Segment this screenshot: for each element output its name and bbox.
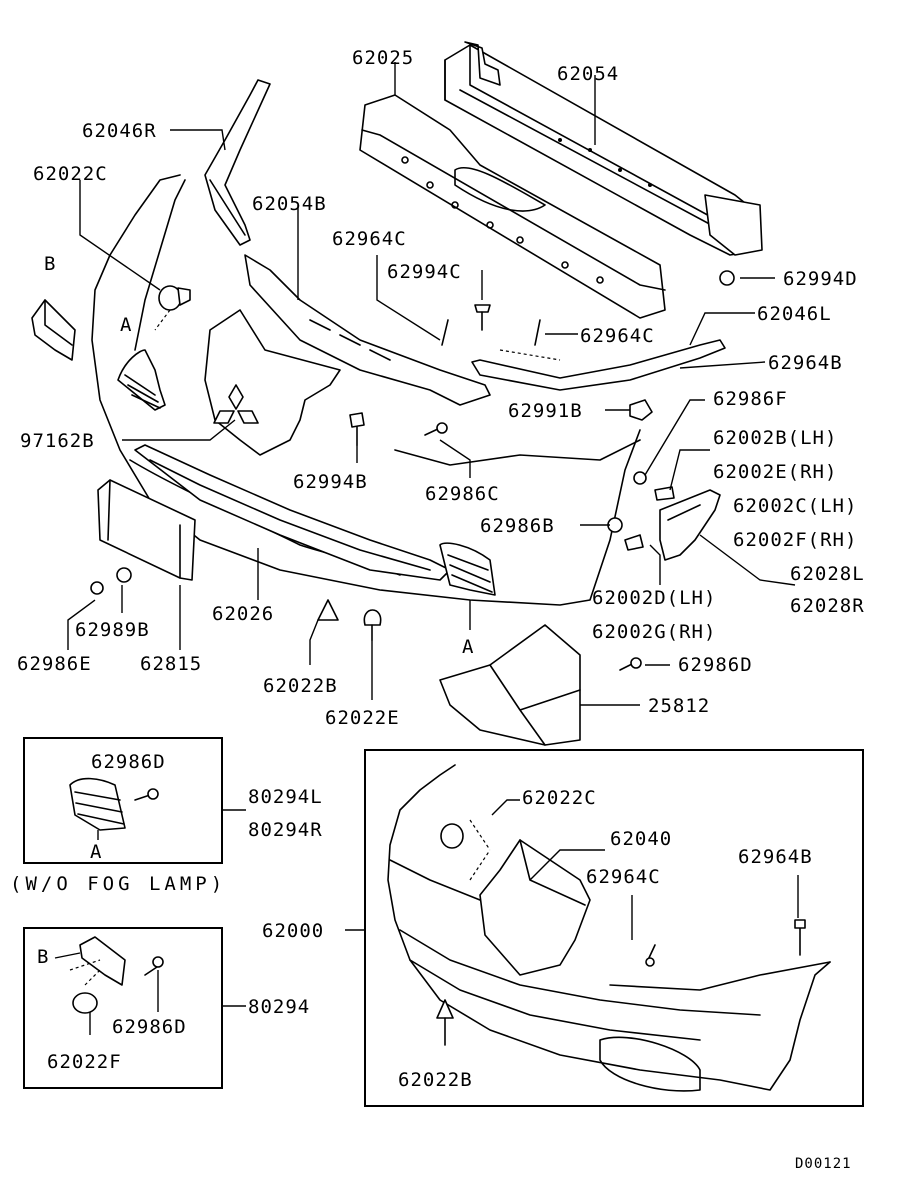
- label-62986F: 62986F: [713, 388, 788, 410]
- bracket-80294: [54, 936, 164, 1035]
- label-without-fog-lamp: (W/O FOG LAMP): [10, 873, 226, 895]
- assembly-box: [364, 749, 864, 1107]
- label-25812: 25812: [648, 695, 710, 717]
- label-62994D: 62994D: [783, 268, 858, 290]
- label-62000: 62000: [262, 920, 324, 942]
- bracket-B-left: [31, 299, 76, 361]
- fog-lamp-box: [23, 737, 223, 864]
- absorber-62025: [359, 94, 666, 319]
- label-62986D-mid: 62986D: [678, 654, 753, 676]
- label-62022B-top: 62022B: [263, 675, 338, 697]
- emblem-icon: [213, 384, 259, 424]
- label-62002D: 62002D(LH): [592, 587, 716, 609]
- label-62989B: 62989B: [75, 619, 150, 641]
- reinforcement-62054: [444, 41, 763, 256]
- label-62964C-box: 62964C: [586, 866, 661, 888]
- bumper-assembly-62000: [387, 764, 831, 1092]
- grille-cover-80294: [69, 777, 159, 840]
- label-62022B-box: 62022B: [398, 1069, 473, 1091]
- label-62028R: 62028R: [790, 595, 865, 617]
- molding-62026: [134, 444, 496, 596]
- label-B-box: B: [37, 946, 49, 968]
- label-A-bottom: A: [462, 636, 474, 658]
- label-62025: 62025: [352, 47, 414, 69]
- label-80294R: 80294R: [248, 819, 323, 841]
- label-62022C-box: 62022C: [522, 787, 597, 809]
- plate-bracket-62815: [97, 479, 196, 581]
- label-62986C: 62986C: [425, 483, 500, 505]
- label-62815: 62815: [140, 653, 202, 675]
- label-62986D-box: 62986D: [91, 751, 166, 773]
- label-62994C: 62994C: [387, 261, 462, 283]
- corner-62028: [659, 489, 721, 561]
- label-80294: 80294: [248, 996, 310, 1018]
- label-62964C-a: 62964C: [332, 228, 407, 250]
- leader-lines: [67, 62, 796, 1007]
- label-A-left: A: [120, 314, 132, 336]
- bracket-62046L: [471, 339, 726, 391]
- label-62054: 62054: [557, 63, 619, 85]
- part-labels: 62025 62054 62046R 62022C 62054B 62964C …: [10, 47, 865, 1172]
- label-62964B-box: 62964B: [738, 846, 813, 868]
- label-80294L: 80294L: [248, 786, 323, 808]
- diagram-code: D00121: [795, 1156, 852, 1172]
- label-62022F: 62022F: [47, 1051, 122, 1073]
- clip-62022C-top: [154, 285, 191, 331]
- label-62040: 62040: [610, 828, 672, 850]
- label-62002G: 62002G(RH): [592, 621, 716, 643]
- label-62986D-b: 62986D: [112, 1016, 187, 1038]
- bracket-25812: [439, 624, 581, 746]
- label-62964B-top: 62964B: [768, 352, 843, 374]
- label-62002E: 62002E(RH): [713, 461, 837, 483]
- label-62986B: 62986B: [480, 515, 555, 537]
- label-97162B: 97162B: [20, 430, 95, 452]
- label-62046L: 62046L: [757, 303, 832, 325]
- retainer-62054B: [244, 254, 491, 406]
- bracket-62046R: [204, 79, 271, 246]
- label-A-box: A: [90, 841, 102, 863]
- bracket-box: [23, 927, 223, 1089]
- label-62022C-top: 62022C: [33, 163, 108, 185]
- label-62986E: 62986E: [17, 653, 92, 675]
- label-62991B: 62991B: [508, 400, 583, 422]
- label-62046R: 62046R: [82, 120, 157, 142]
- label-B-top: B: [44, 253, 56, 275]
- label-62002F: 62002F(RH): [733, 529, 857, 551]
- label-62002B: 62002B(LH): [713, 427, 837, 449]
- label-62022E: 62022E: [325, 707, 400, 729]
- label-62028L: 62028L: [790, 563, 865, 585]
- label-62002C: 62002C(LH): [733, 495, 857, 517]
- label-62964C-b: 62964C: [580, 325, 655, 347]
- label-62026: 62026: [212, 603, 274, 625]
- label-62054B: 62054B: [252, 193, 327, 215]
- label-62994B: 62994B: [293, 471, 368, 493]
